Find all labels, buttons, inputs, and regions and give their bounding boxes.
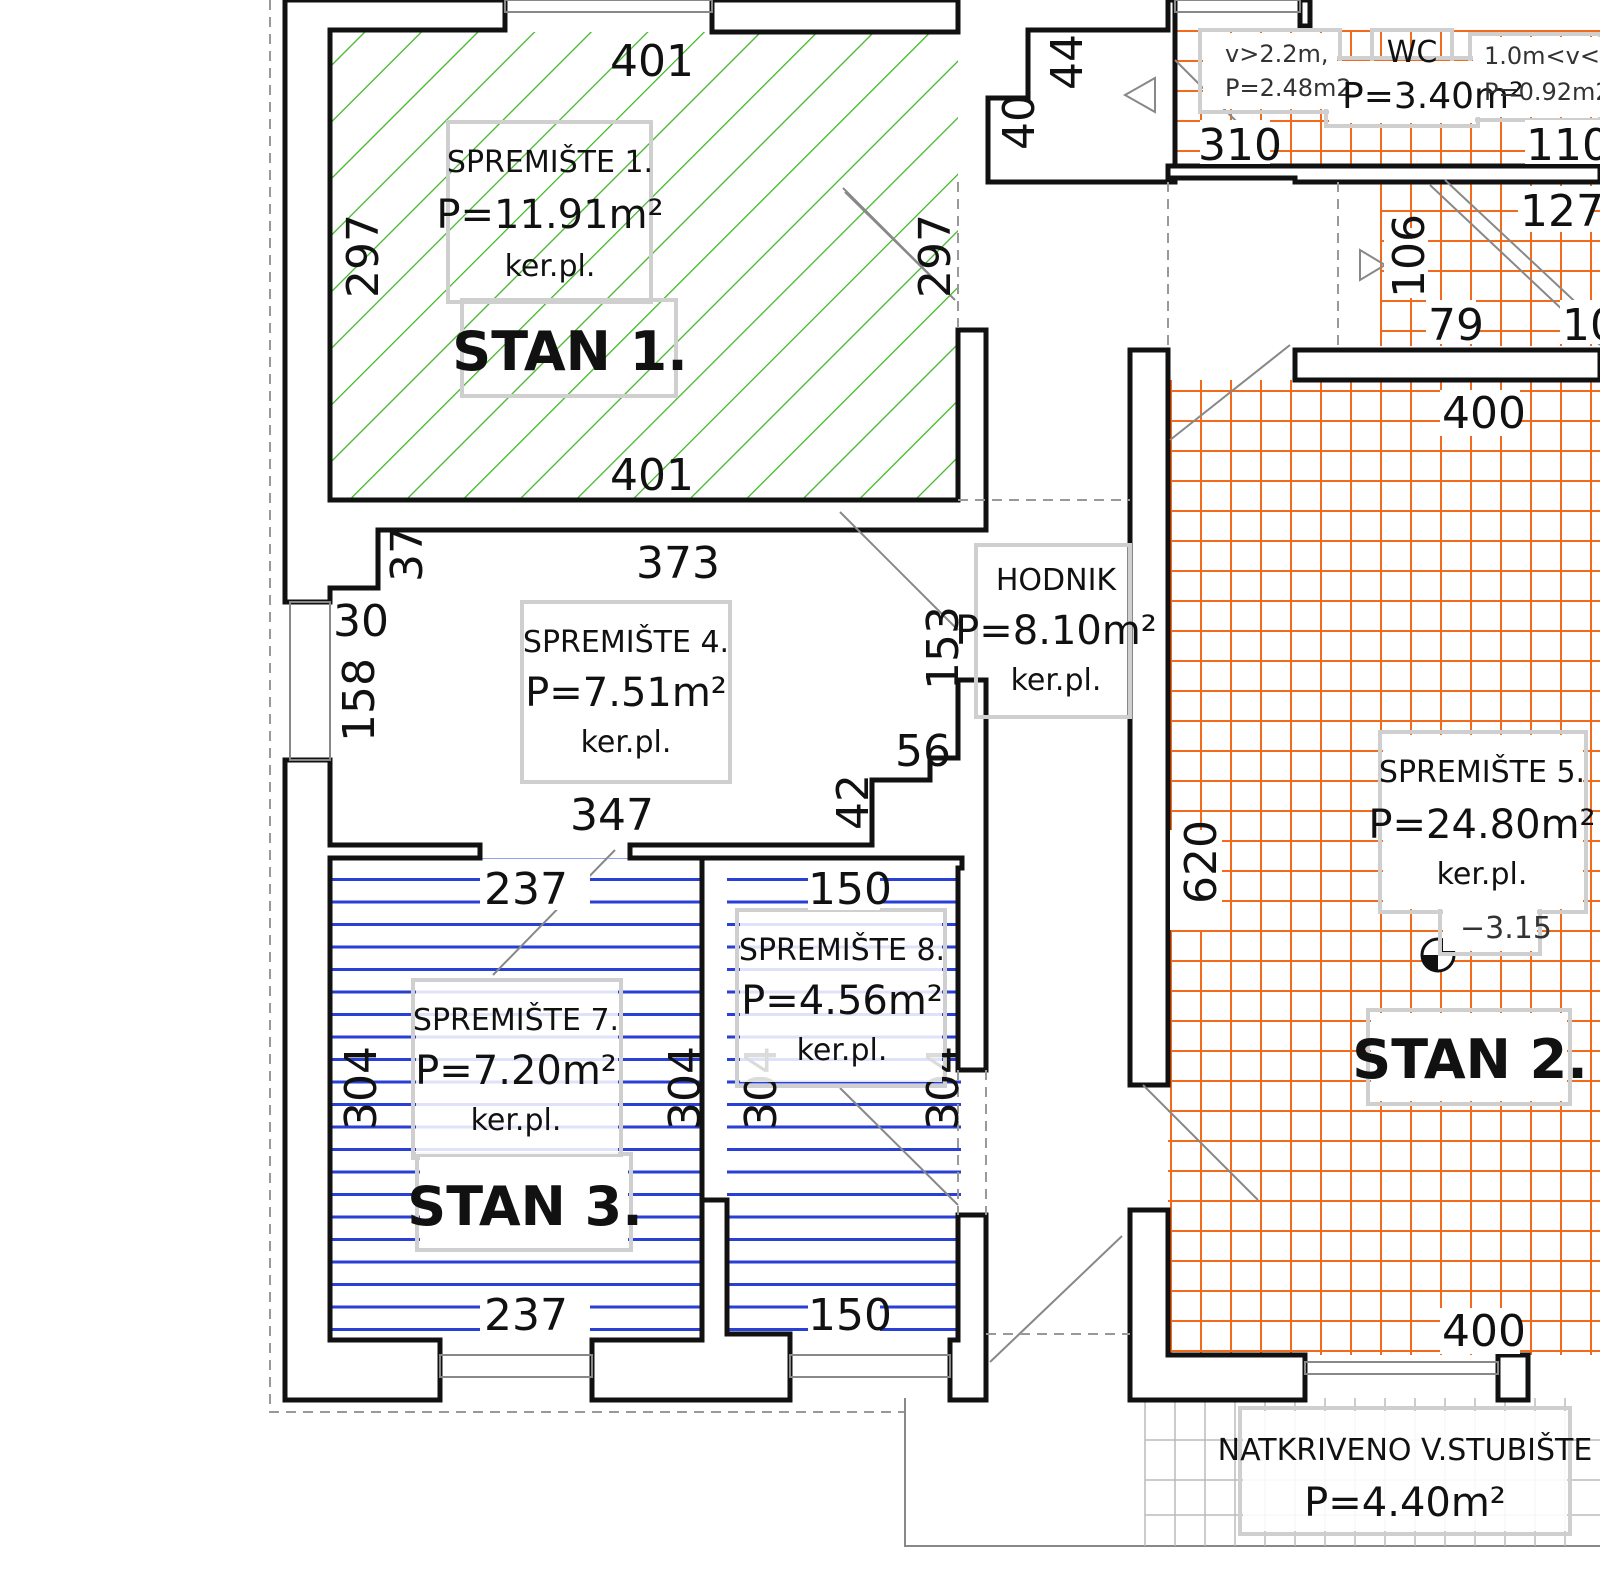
dim-106: 106 [1384,214,1435,298]
stair-outline [904,1398,1600,1547]
room-name: SPREMIŠTE 1. [447,143,653,180]
level-value: −3.15 [1460,911,1552,946]
dim-spremiste1-bottom: 401 [610,450,694,501]
room-spremiste7: 237 237 304 304 SPREMIŠTE 7. P=7.20m² ke… [336,864,711,1341]
room-wc: 44 40 310 110 127 106 79 10 v>2.2m, P=2.… [994,33,1600,351]
wc-note-height-1: v>2.2m, [1225,40,1329,68]
unit-label-stan1: STAN 1. [452,320,687,383]
room-name: HODNIK [996,563,1118,598]
room-area: P=3.40m² [1342,76,1524,117]
room-spremiste1: 401 401 297 297 SPREMIŠTE 1. P=11.91m² k… [338,36,961,501]
room-stubiste: NATKRIVENO V.STUBIŠTE P=4.40m² [1218,1411,1593,1531]
dim-spremiste7-left: 304 [336,1046,387,1130]
dim-10: 10 [1562,300,1600,351]
room-area: P=11.91m² [436,192,663,238]
dim-40: 40 [994,94,1045,150]
dim-spremiste5-top: 400 [1442,388,1526,439]
room-spremiste8: 150 150 304 304 SPREMIŠTE 8. P=4.56m² ke… [736,864,969,1341]
room-area: P=24.80m² [1368,802,1595,848]
room-name: SPREMIŠTE 5. [1379,753,1585,790]
dim-79: 79 [1428,300,1484,351]
wc-note-area-1: P=2.48m2 [1225,74,1352,102]
room-area: P=7.51m² [525,670,727,716]
dim-310: 310 [1198,120,1282,171]
room-name: SPREMIŠTE 7. [413,1001,619,1038]
room-area: P=7.20m² [415,1048,617,1094]
dim-spremiste5-bottom: 400 [1442,1306,1526,1357]
room-spremiste5: 400 400 620 SPREMIŠTE 5. P=24.80m² ker.p… [1170,388,1596,1357]
spremiste1-fill [330,32,958,498]
dim-spremiste4-bottom: 347 [570,790,654,841]
dim-spremiste1-top: 401 [610,36,694,87]
wc-note-height-2: 1.0m<v<2.2 [1484,42,1600,70]
dim-110: 110 [1526,120,1600,171]
room-floor: ker.pl. [1011,663,1102,698]
dim-spremiste7-top: 237 [484,864,568,915]
room-floor: ker.pl. [471,1103,562,1138]
room-name: SPREMIŠTE 8. [739,931,945,968]
dim-37: 37 [382,526,433,582]
dim-30: 30 [333,596,389,647]
dim-spremiste8-bottom: 150 [808,1290,892,1341]
outer-boundary [269,0,905,1413]
walls [282,0,1600,1403]
room-area: P=4.40m² [1304,1480,1506,1526]
room-area: P=4.56m² [741,978,943,1024]
dim-spremiste1-left: 297 [338,214,389,298]
dim-42: 42 [828,774,879,830]
dim-158: 158 [334,658,385,742]
dim-44: 44 [1042,34,1093,90]
unit-label-stan3: STAN 3. [407,1175,642,1238]
wc-mask-left [988,30,1028,98]
room-floor: ker.pl. [581,725,672,760]
dim-spremiste7-right: 304 [660,1046,711,1130]
dim-127: 127 [1520,186,1600,237]
dim-56: 56 [895,726,951,777]
dim-spremiste1-right: 297 [910,214,961,298]
dim-spremiste7-bottom: 237 [484,1290,568,1341]
room-floor: ker.pl. [505,249,596,284]
room-area: P=8.10m² [955,608,1157,654]
wc-note-area-2: P=0.92m2 [1484,78,1600,106]
unit-label-stan2: STAN 2. [1352,1028,1587,1091]
dim-153: 153 [918,606,969,690]
room-name: WC [1387,35,1438,70]
dim-spremiste4-top: 373 [636,538,720,589]
room-floor: ker.pl. [797,1033,888,1068]
room-name: NATKRIVENO V.STUBIŠTE [1218,1431,1593,1468]
room-spremiste4: 373 347 37 30 158 153 56 42 SPREMIŠTE 4.… [333,526,969,841]
room-floor: ker.pl. [1437,857,1528,892]
dim-spremiste8-top: 150 [808,864,892,915]
room-hodnik: HODNIK P=8.10m² ker.pl. [955,563,1157,698]
room-name: SPREMIŠTE 4. [523,623,729,660]
dim-spremiste5-left: 620 [1176,820,1227,904]
